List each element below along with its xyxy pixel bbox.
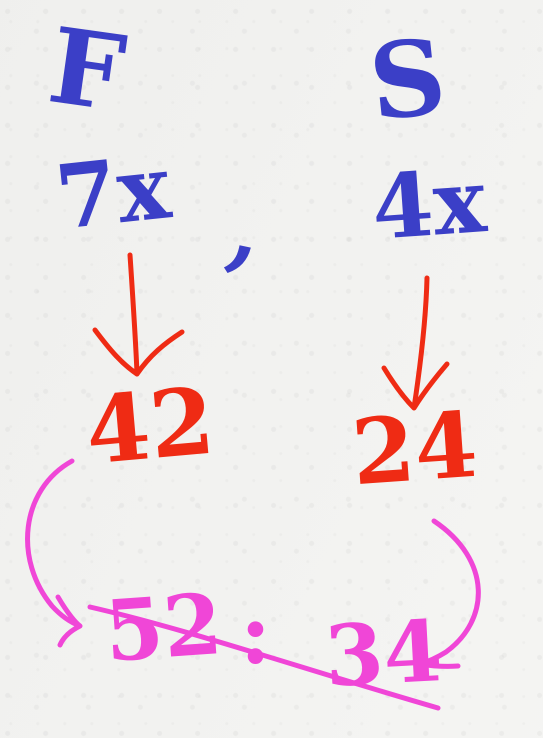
first-expression: 7x [50, 134, 175, 250]
first-person-label: F [41, 3, 133, 136]
pink-arrow-right [417, 518, 481, 669]
pink-arrow-left [25, 458, 83, 648]
ratio-separator: : [240, 584, 272, 683]
second-expression: 4x [368, 148, 490, 260]
second-person-label: S [363, 14, 452, 145]
first-result: 42 [81, 366, 219, 486]
ratio-right-term: 34 [322, 601, 445, 706]
ratio-left-term: 52 [101, 574, 226, 681]
red-arrow-right [381, 275, 450, 411]
red-arrow-left [92, 252, 185, 377]
ratio-strikethrough [87, 604, 441, 711]
second-result: 24 [348, 391, 481, 507]
